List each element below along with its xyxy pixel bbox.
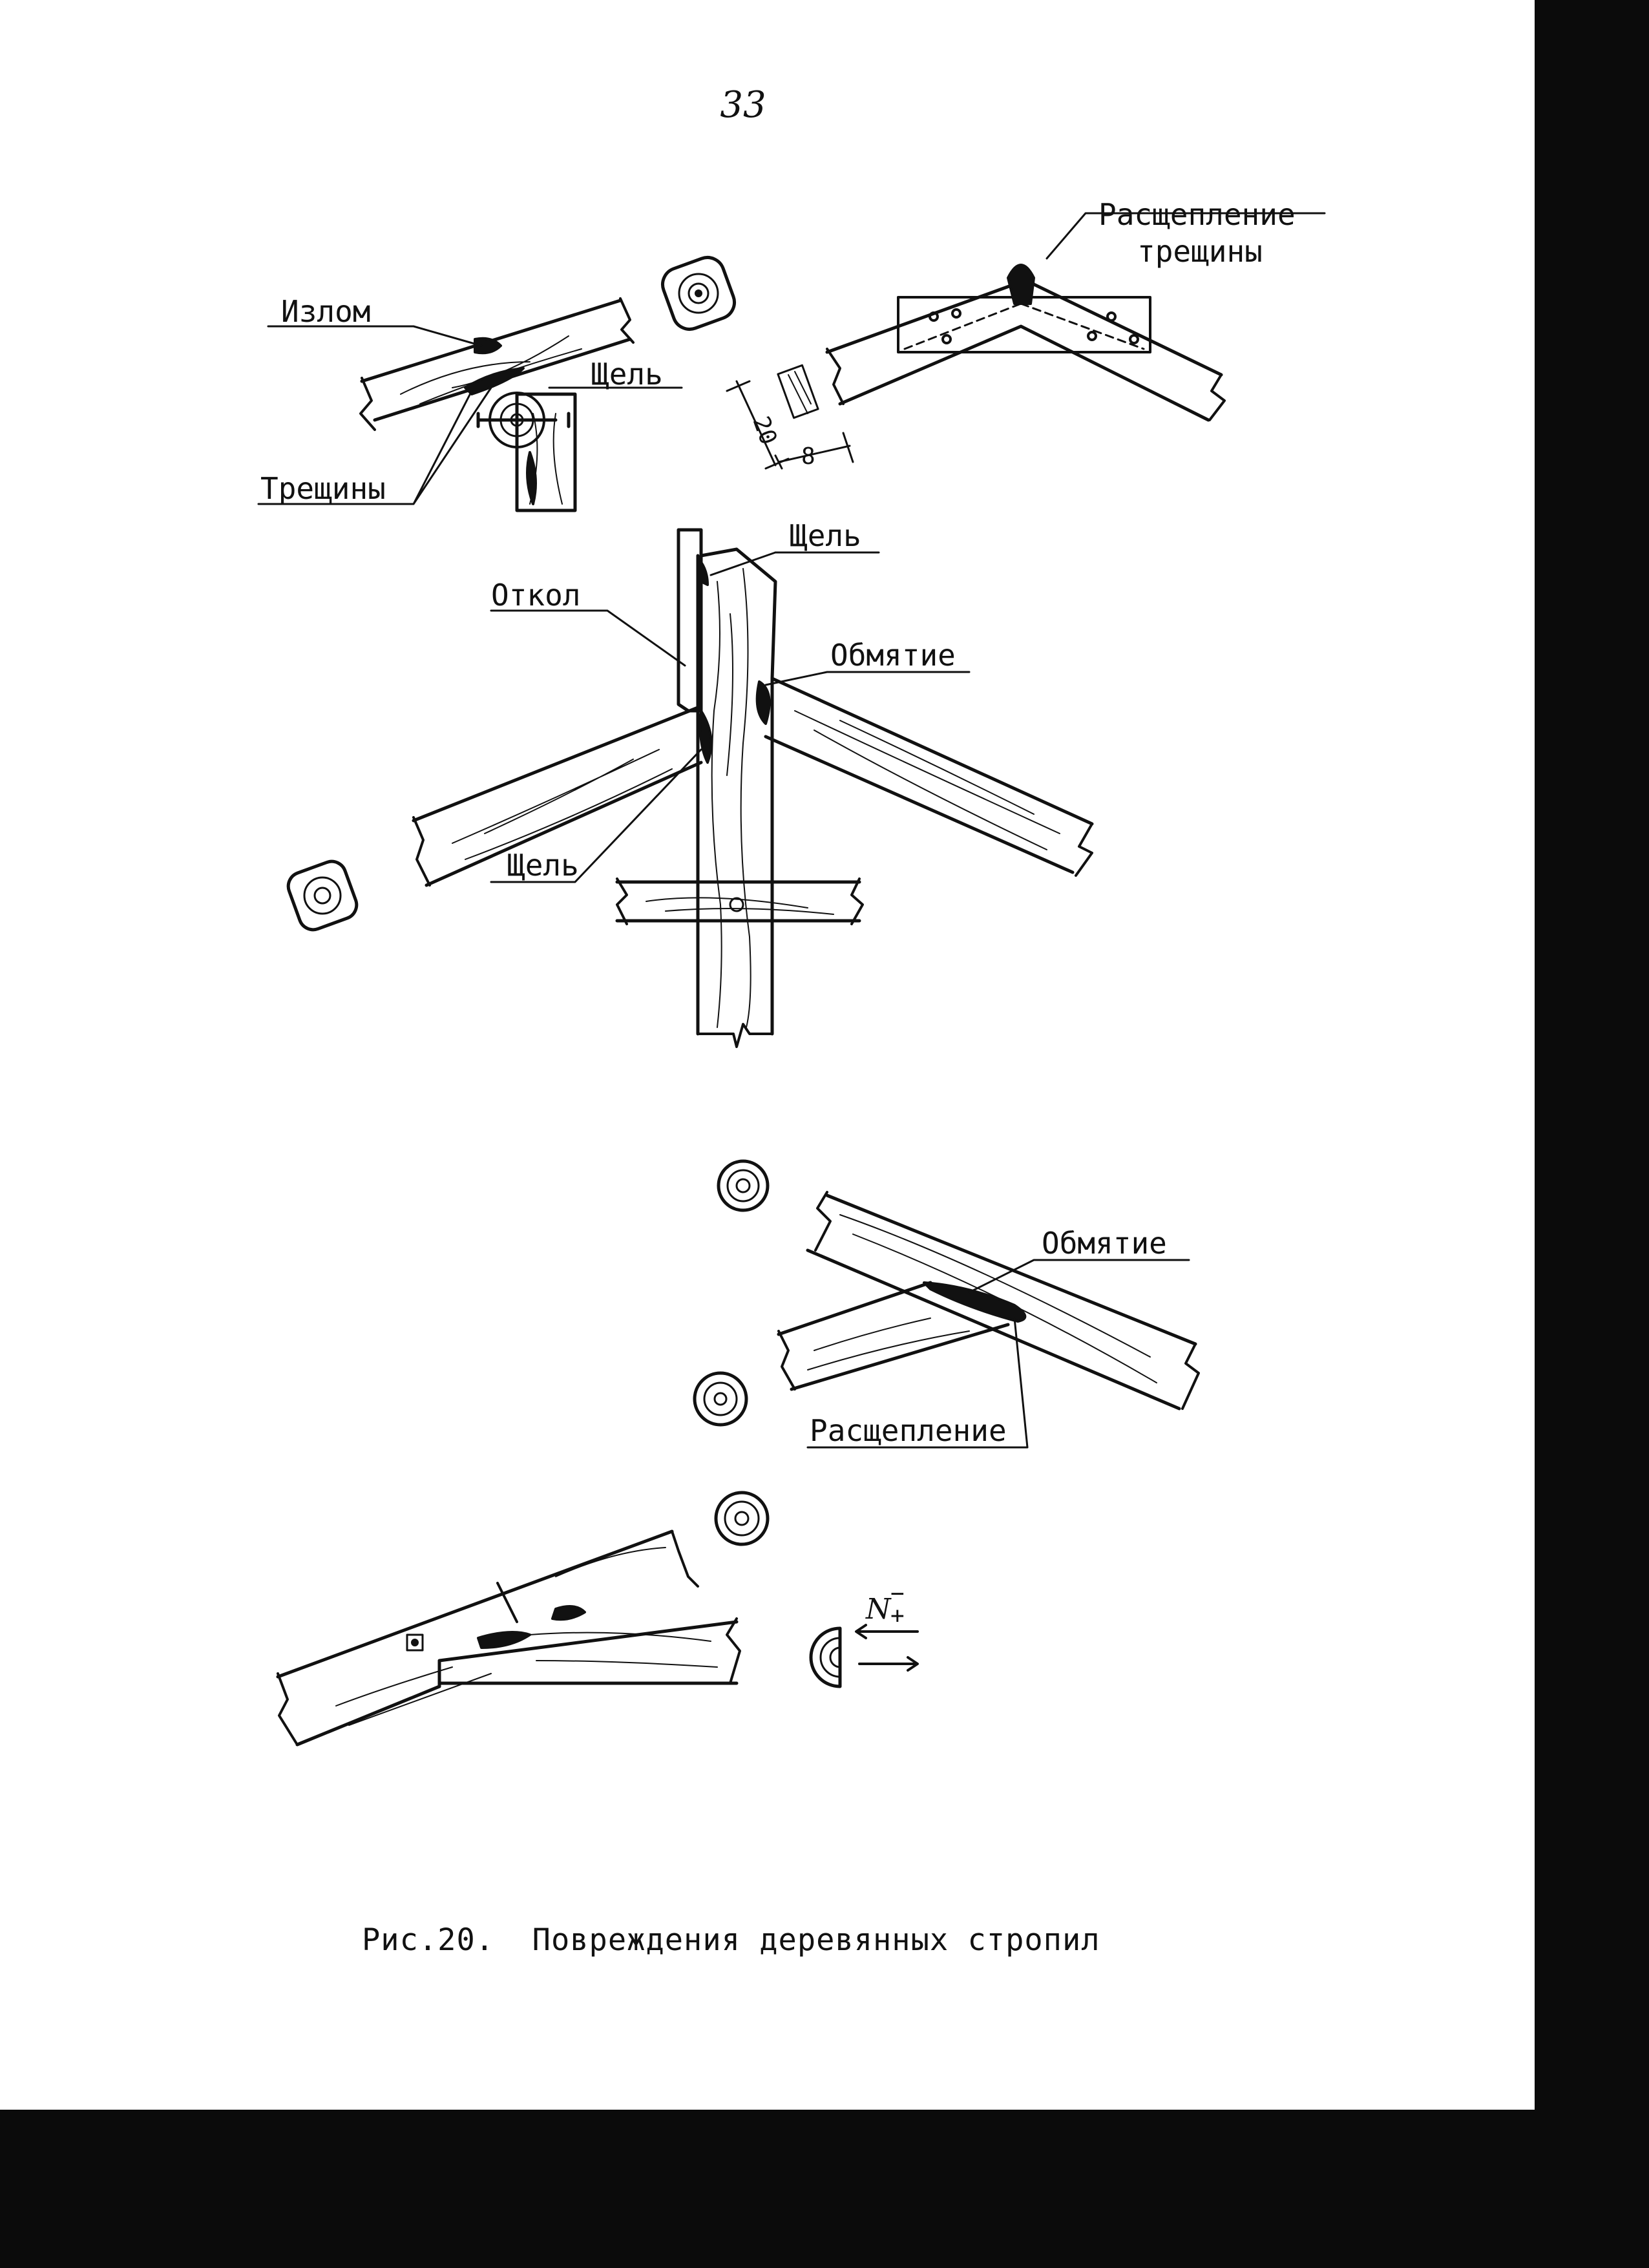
label-treshchiny-small: трещины xyxy=(1137,234,1263,269)
detail-beam-over-post xyxy=(257,256,736,512)
label-obmyatie-low: Обмятие xyxy=(1042,1226,1167,1261)
detail-rafter-crossing xyxy=(693,1159,1200,1546)
detail-scarf-joint xyxy=(276,1529,919,1747)
dimension-8: 8 xyxy=(801,443,815,470)
caption-text: Повреждения деревянных стропил xyxy=(532,1922,1100,1958)
label-rasshcheplenie-top: Расщепление xyxy=(1098,197,1296,232)
caption-figure-number: Рис.20. xyxy=(362,1922,495,1958)
label-force-minus: − xyxy=(890,1580,905,1607)
label-shchel-mid-top: Щель xyxy=(790,518,861,553)
detail-king-post xyxy=(286,528,1094,1048)
label-rasshcheplenie-low: Расщепление xyxy=(810,1413,1007,1448)
label-shchel-mid-bottom: Щель xyxy=(507,848,579,883)
label-force-n: N xyxy=(865,1593,892,1626)
figure-caption: Рис.20. Повреждения деревянных стропил xyxy=(362,1922,1202,1958)
label-treshchiny: Трещины xyxy=(260,471,386,506)
label-izlom: Излом xyxy=(281,294,370,329)
dimension-20: 20 xyxy=(748,413,782,448)
label-shchel-top: Щель xyxy=(591,357,663,392)
label-otkol: Откол xyxy=(491,578,580,613)
label-obmyatie-mid: Обмятие xyxy=(830,638,956,673)
scan-edge-right xyxy=(1535,0,1649,2268)
detail-ridge-plate xyxy=(726,212,1326,470)
label-force-plus: + xyxy=(890,1602,905,1629)
scan-edge-bottom xyxy=(0,2110,1649,2268)
page-number: 33 xyxy=(720,84,766,126)
